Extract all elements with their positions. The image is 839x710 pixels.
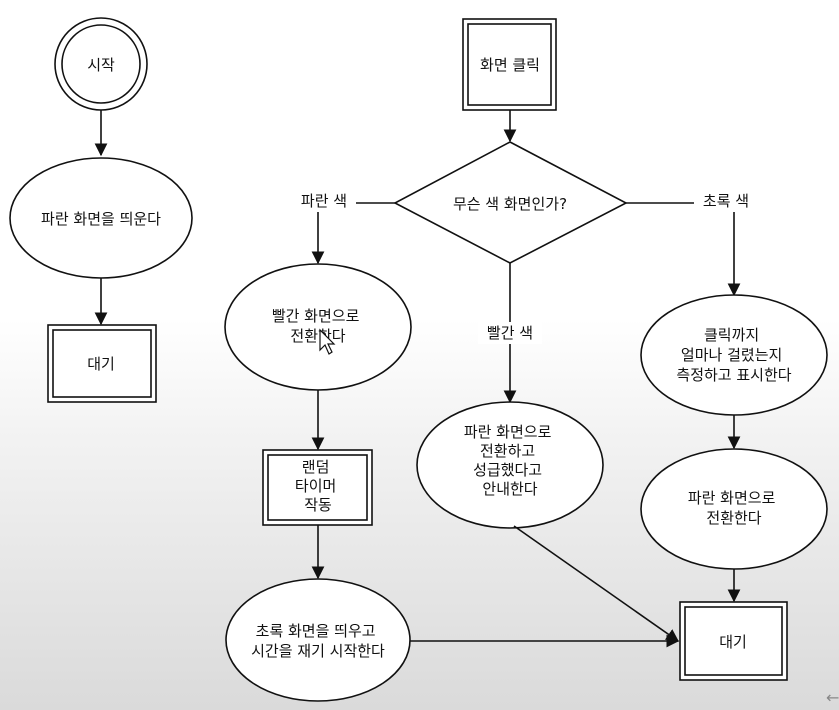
to-blue-node[interactable]: 파란 화면으로 전환한다 [640, 448, 828, 570]
blue-fail-node[interactable]: 파란 화면으로 전환하고 성급했다고 안내한다 [416, 401, 604, 529]
main-wait-node[interactable]: 대기 [679, 601, 788, 681]
edge-blue-fail-to-wait [513, 525, 680, 642]
measure-node[interactable]: 클릭까지 얼마나 걸렸는지 측정하고 표시한다 [640, 294, 828, 416]
branch-red-label: 빨간 색 [487, 324, 533, 342]
main-wait-label: 대기 [719, 633, 747, 651]
mouse-cursor-icon [319, 328, 336, 355]
edge-decision-green [626, 202, 741, 297]
to-red-node[interactable]: 빨간 화면으로 전환한다 [224, 263, 412, 391]
show-green-label: 초록 화면을 띄우고 시간을 재기 시작한다 [251, 622, 385, 660]
left-wait-label: 대기 [87, 355, 115, 373]
start-node[interactable]: 시작 [54, 17, 148, 111]
branch-blue-label: 파란 색 [301, 192, 347, 210]
measure-label: 클릭까지 얼마나 걸렸는지 측정하고 표시한다 [676, 326, 791, 384]
blue-fail-label: 파란 화면으로 전환하고 성급했다고 안내한다 [464, 423, 556, 498]
timer-label: 랜덤 타이머 작동 [295, 458, 341, 514]
to-blue-label: 파란 화면으로 전환한다 [688, 489, 780, 527]
to-red-label: 빨간 화면으로 전환한다 [272, 307, 364, 345]
click-node[interactable]: 화면 클릭 [462, 18, 557, 111]
back-arrow-icon: ← [826, 688, 839, 707]
click-label: 화면 클릭 [480, 56, 540, 74]
branch-green-label: 초록 색 [703, 192, 749, 210]
left-wait-node[interactable]: 대기 [47, 324, 157, 403]
decision-node[interactable]: 무슨 색 화면인가? [393, 141, 628, 264]
decision-label: 무슨 색 화면인가? [453, 195, 567, 213]
show-green-node[interactable]: 초록 화면을 띄우고 시간을 재기 시작한다 [225, 578, 411, 702]
timer-node[interactable]: 랜덤 타이머 작동 [262, 449, 373, 526]
start-label: 시작 [87, 56, 115, 74]
show-blue-node[interactable]: 파란 화면을 띄운다 [9, 157, 193, 279]
show-blue-label: 파란 화면을 띄운다 [41, 210, 161, 228]
